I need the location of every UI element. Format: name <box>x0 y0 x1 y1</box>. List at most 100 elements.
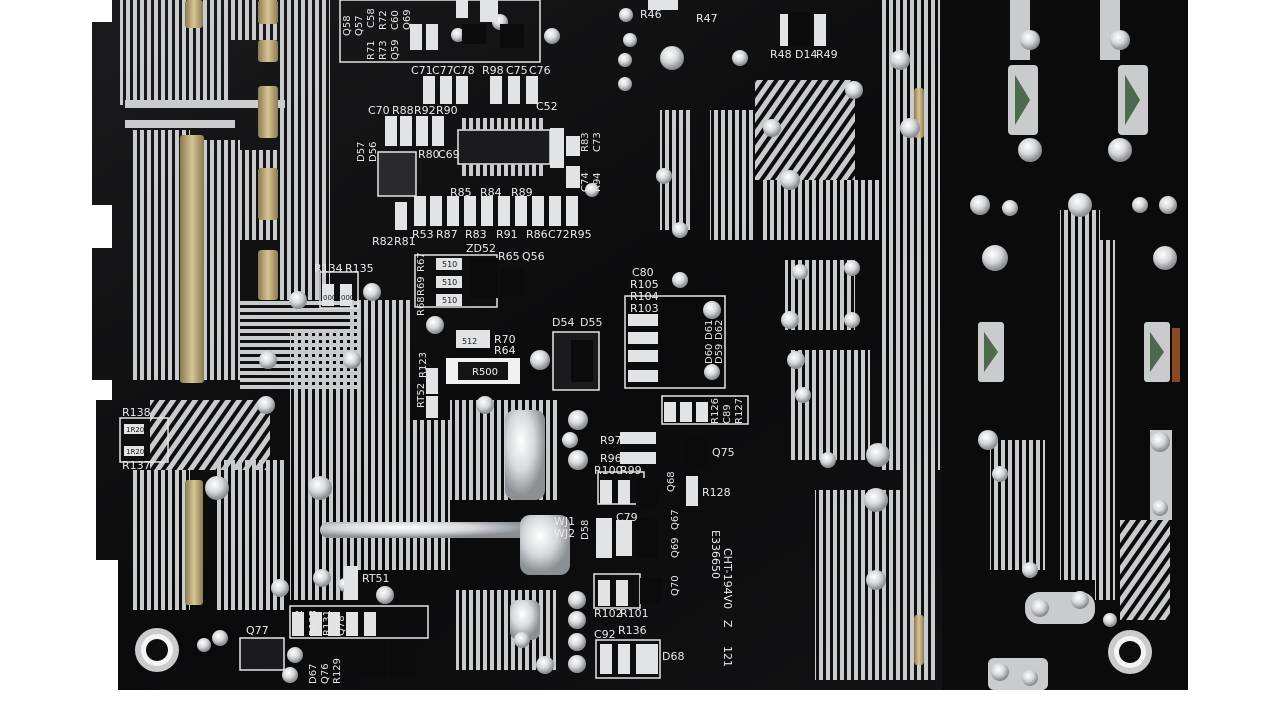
silk-label: D59 <box>714 344 725 364</box>
silk-label: R86 <box>526 228 548 241</box>
silk-label: C69 <box>438 148 460 161</box>
silk-label: R73 <box>378 40 389 60</box>
mounting-holes <box>135 628 1152 674</box>
silk-label: R126 <box>710 398 721 424</box>
ul-marking: Z <box>721 620 734 628</box>
silk-label: R137 <box>122 459 151 472</box>
silk-label: R99 <box>620 464 642 477</box>
silk-label: D58 <box>580 520 591 540</box>
silk-label: C52 <box>536 100 558 113</box>
silkscreen-labels: Q58 Q57 R71 C58 R73 R72 Q59 C60 Q69 C71 … <box>122 8 838 684</box>
component-code: 512 <box>462 337 477 346</box>
silk-label: R47 <box>696 12 718 25</box>
silk-label: ZD52 <box>466 242 496 255</box>
silk-label: D60 <box>704 344 715 364</box>
silk-label: Q69 <box>670 537 681 558</box>
silk-label: R90 <box>436 104 458 117</box>
silk-label: C76 <box>529 64 551 77</box>
silk-label: R136 <box>618 624 647 637</box>
component-code: 1R20 <box>126 448 144 456</box>
silk-label: C80 <box>632 266 654 279</box>
silk-label: C75 <box>506 64 528 77</box>
silk-label: D67 <box>308 664 319 684</box>
silk-label: R69 <box>416 276 427 296</box>
ul-marking: E336650 <box>709 530 722 579</box>
silk-label: C79 <box>616 511 638 524</box>
silk-label: D61 <box>704 320 715 340</box>
silk-label: WJ1 <box>554 515 575 528</box>
silk-label: C78 <box>453 64 475 77</box>
silk-label: R98 <box>482 64 504 77</box>
silk-label: R68 <box>416 296 427 316</box>
silk-label: R131 <box>322 610 333 636</box>
component-code: 1R20 <box>126 426 144 434</box>
silk-label: R92 <box>414 104 436 117</box>
silk-label: Q77 <box>246 624 269 637</box>
silk-label: R67 <box>416 252 427 272</box>
silk-label: R100 <box>594 464 623 477</box>
silk-label: R132 <box>294 610 305 636</box>
silk-label: R101 <box>620 607 649 620</box>
silk-label: R96 <box>600 452 622 465</box>
solder-joints <box>197 8 1177 686</box>
silk-label: Q68 <box>666 471 677 492</box>
silk-label: R70 <box>494 333 516 346</box>
silk-label: R71 <box>366 40 377 60</box>
silk-label: R83 <box>465 228 487 241</box>
silk-label: R80 <box>418 148 440 161</box>
component-code: 510 <box>442 278 457 287</box>
silk-label: Q57 <box>354 15 365 36</box>
component-code: 000 <box>341 294 354 302</box>
silk-label: Q76 <box>320 663 331 684</box>
silk-label: D55 <box>580 316 602 329</box>
silk-label: R82 <box>372 235 394 248</box>
silk-label: RT52 <box>416 383 427 408</box>
silk-label: C92 <box>594 628 616 641</box>
silk-label: R89 <box>511 186 533 199</box>
silk-label: R72 <box>378 10 389 30</box>
ul-marking: 121 <box>721 646 734 667</box>
silk-label: R64 <box>494 344 516 357</box>
silk-label: R105 <box>630 278 659 291</box>
component-code: 000 <box>323 294 336 302</box>
silk-label: R127 <box>734 398 745 424</box>
silk-label: R65 <box>498 250 520 263</box>
silk-label: C70 <box>368 104 390 117</box>
silk-label: R102 <box>594 607 623 620</box>
silk-label: Q67 <box>670 509 681 530</box>
silk-label: C58 <box>366 8 377 28</box>
silk-label: R91 <box>496 228 518 241</box>
silk-label: R97 <box>600 434 622 447</box>
silk-label: Q70 <box>670 575 681 596</box>
silk-label: Q56 <box>522 250 545 263</box>
component-code: 510 <box>442 260 457 269</box>
silk-label: R134 <box>314 262 343 275</box>
silk-label: R104 <box>630 290 659 303</box>
silk-label: C71 <box>411 64 433 77</box>
silk-label: R85 <box>450 186 472 199</box>
silk-label: Q69 <box>402 9 413 30</box>
silk-label: C74 <box>580 172 591 192</box>
ul-marking: CHT-194V0 <box>721 548 734 609</box>
silk-label: R103 <box>630 302 659 315</box>
left-trace-field <box>120 0 570 670</box>
silk-label: Q58 <box>342 15 353 36</box>
silk-label: C73 <box>592 132 603 152</box>
silk-label: R138 <box>122 406 151 419</box>
silk-label: RT51 <box>362 572 390 585</box>
silk-label: R95 <box>570 228 592 241</box>
silk-label: C72 <box>548 228 570 241</box>
silk-label: D54 <box>552 316 574 329</box>
silk-label: R53 <box>412 228 434 241</box>
silk-label: R83 <box>580 132 591 152</box>
silk-label: R48 <box>770 48 792 61</box>
silk-label: R133 <box>308 610 319 636</box>
silk-label: R81 <box>394 235 416 248</box>
component-code: 510 <box>442 296 457 305</box>
silk-label: D14 <box>795 48 817 61</box>
silk-label: R123 <box>418 352 429 378</box>
silk-label: WJ2 <box>554 527 575 540</box>
silk-label: R84 <box>480 186 502 199</box>
silk-label: C60 <box>390 10 401 30</box>
